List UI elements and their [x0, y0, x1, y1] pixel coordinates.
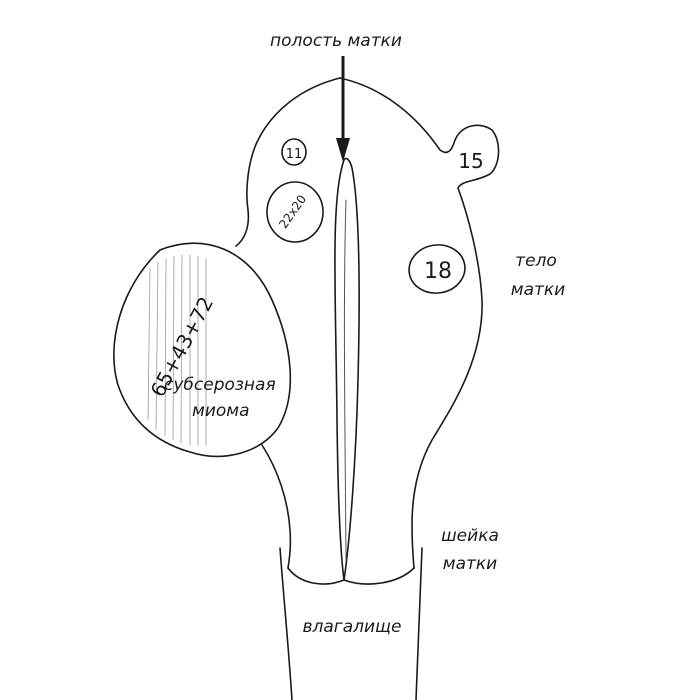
label-myoma-line2: миома	[192, 401, 250, 421]
node-label-22x20: 22x20	[276, 192, 309, 231]
label-cervix-line2: матки	[443, 554, 497, 574]
label-myoma-line1: субсерозная	[164, 375, 276, 395]
vagina-wall-left	[279, 547, 293, 700]
vagina-wall-right	[415, 547, 423, 700]
label-vagina: влагалище	[302, 617, 401, 637]
cervix-outline	[287, 567, 415, 585]
label-body-line2: матки	[511, 280, 565, 300]
uterus-outline-right	[339, 77, 500, 569]
uterus-outline-lower-left	[261, 444, 292, 569]
node-label-18: 18	[424, 259, 452, 284]
cavity-arrow	[336, 56, 350, 162]
label-body-line1: тело	[515, 251, 557, 271]
uterine-cavity	[334, 157, 360, 581]
node-label-15: 15	[458, 149, 483, 173]
label-cervix-line1: шейка	[441, 526, 499, 546]
node-circle-11: 11	[281, 138, 307, 166]
node-circle-18: 18	[408, 244, 466, 294]
node-ellipse-22x20: 22x20	[266, 181, 324, 243]
uterus-outline-left	[235, 77, 341, 247]
label-cavity: полость матки	[270, 31, 402, 51]
node-label-11: 11	[286, 147, 303, 162]
subserous-myoma	[113, 242, 292, 458]
